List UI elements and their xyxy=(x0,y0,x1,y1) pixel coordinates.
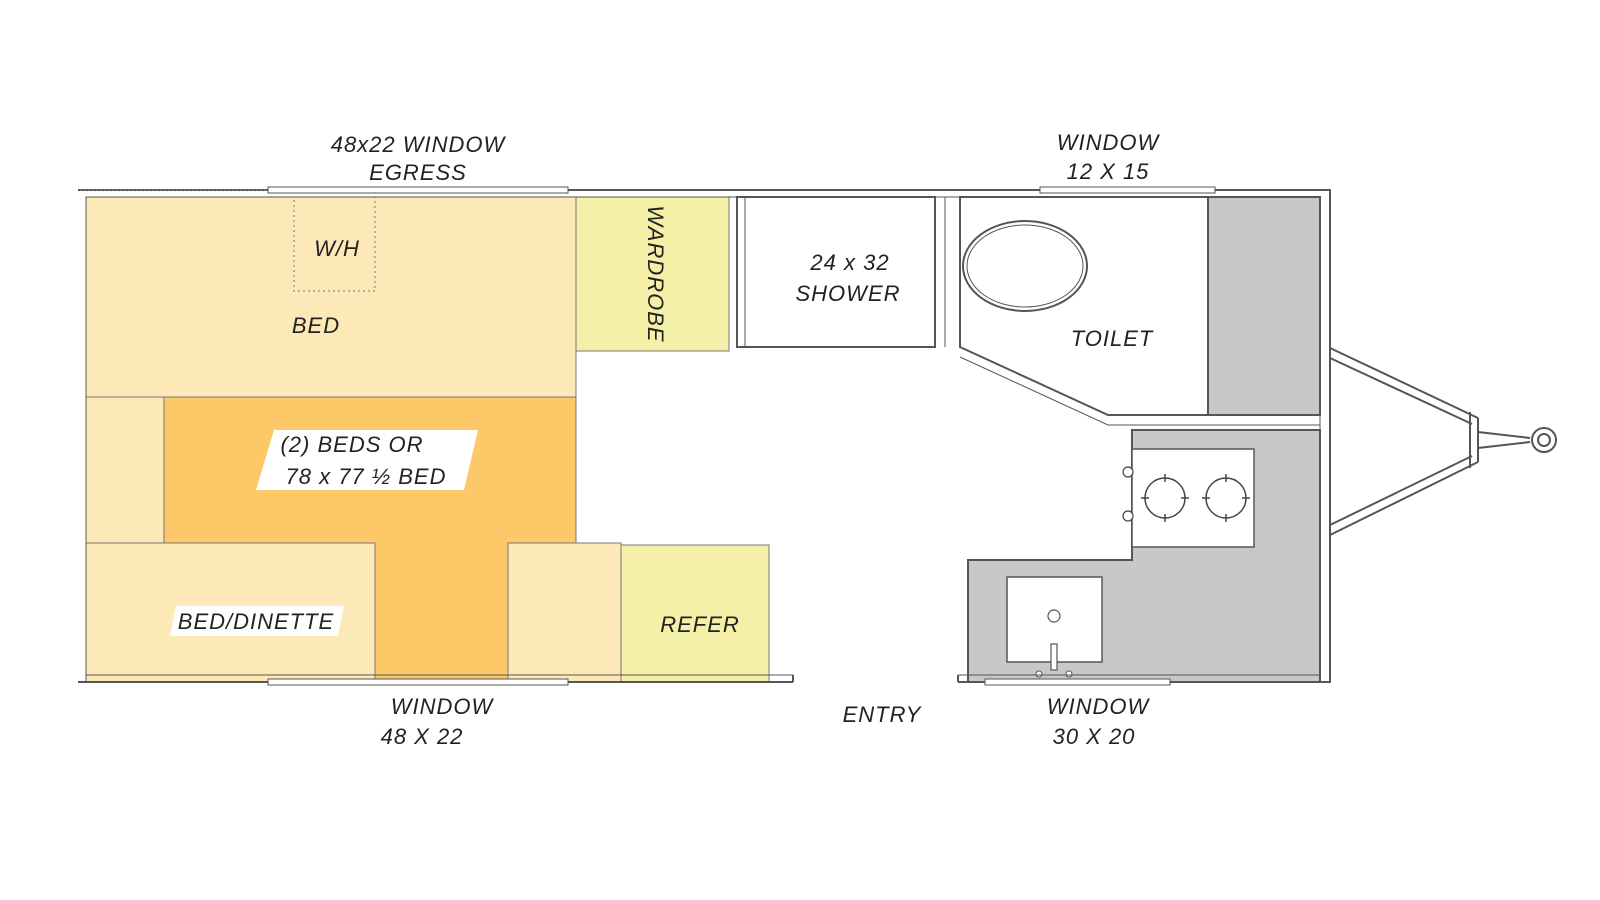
bed-label: BED xyxy=(292,313,340,338)
bunk-label-line2: 78 x 77 ½ BED xyxy=(286,464,447,489)
bed-dinette-label-backing xyxy=(170,606,344,636)
bottom-right-window-label-line2: 30 X 20 xyxy=(1053,724,1136,749)
bottom-right-window-label-line1: WINDOW xyxy=(1047,694,1151,719)
cooktop-knob-icon xyxy=(1122,466,1134,478)
egress-window xyxy=(267,186,569,194)
entry-label: ENTRY xyxy=(843,702,922,727)
egress-window-label-line1: 48x22 WINDOW xyxy=(331,132,507,157)
cooktop-icon xyxy=(1131,448,1255,548)
toilet-icon-inner xyxy=(966,224,1084,308)
bath-window-label-line2: 12 X 15 xyxy=(1067,159,1150,184)
cooktop-knob-icon xyxy=(1122,510,1134,522)
bottom-left-window-label-line2: 48 X 22 xyxy=(381,724,464,749)
toilet-room-inner-wall xyxy=(959,356,1320,426)
refer-area xyxy=(620,544,770,683)
bed-side-strip xyxy=(85,396,165,544)
shower-label-line1: 24 x 32 xyxy=(809,250,889,275)
bath-window-label-line1: WINDOW xyxy=(1057,130,1161,155)
toilet-icon xyxy=(962,220,1088,312)
faucet-handle-icon xyxy=(1035,670,1043,678)
burner-grate xyxy=(1141,474,1250,522)
hitch-icon xyxy=(1329,347,1557,536)
sink-drain-icon xyxy=(1047,609,1061,623)
dinette-seat xyxy=(507,542,622,683)
faucet-handle-icon xyxy=(1065,670,1073,678)
egress-window-label-line2: EGRESS xyxy=(369,160,467,185)
bottom-left-window-label-line1: WINDOW xyxy=(391,694,495,719)
bottom-left-window xyxy=(267,678,569,686)
wardrobe-area xyxy=(575,196,730,352)
faucet-icon xyxy=(1050,643,1058,671)
refer-label: REFER xyxy=(660,612,740,637)
water-heater-box xyxy=(293,196,376,292)
toilet-label: TOILET xyxy=(1071,326,1154,351)
bunk-label-backing xyxy=(256,430,478,490)
wardrobe-label: WARDROBE xyxy=(643,205,668,342)
bottom-right-window xyxy=(984,678,1171,686)
bed-dinette-label: BED/DINETTE xyxy=(178,609,334,634)
bath-window xyxy=(1039,186,1216,194)
front-storage xyxy=(1207,196,1321,416)
shower-area xyxy=(736,196,936,348)
bunk-label-line1: (2) BEDS OR xyxy=(280,432,423,457)
water-heater-label: W/H xyxy=(314,236,360,261)
shower-label-line2: SHOWER xyxy=(796,281,901,306)
